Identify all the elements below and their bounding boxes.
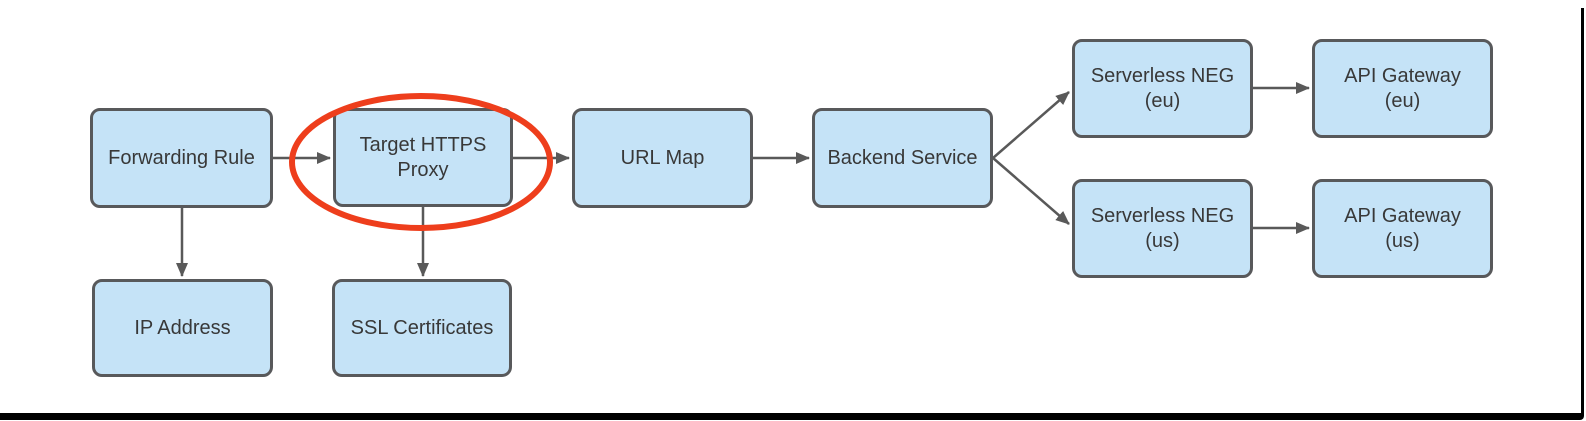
node-serverless-neg-us: Serverless NEG (us)	[1072, 179, 1253, 278]
node-forwarding-rule: Forwarding Rule	[90, 108, 273, 208]
node-target-https-proxy: Target HTTPS Proxy	[333, 108, 513, 207]
node-api-gateway-us: API Gateway (us)	[1312, 179, 1493, 278]
node-backend-service: Backend Service	[812, 108, 993, 208]
node-ip-address: IP Address	[92, 279, 273, 377]
node-ssl-certificates: SSL Certificates	[332, 279, 512, 377]
node-api-gateway-eu: API Gateway (eu)	[1312, 39, 1493, 138]
page-frame-border	[0, 8, 1584, 420]
node-serverless-neg-eu: Serverless NEG (eu)	[1072, 39, 1253, 138]
node-url-map: URL Map	[572, 108, 753, 208]
